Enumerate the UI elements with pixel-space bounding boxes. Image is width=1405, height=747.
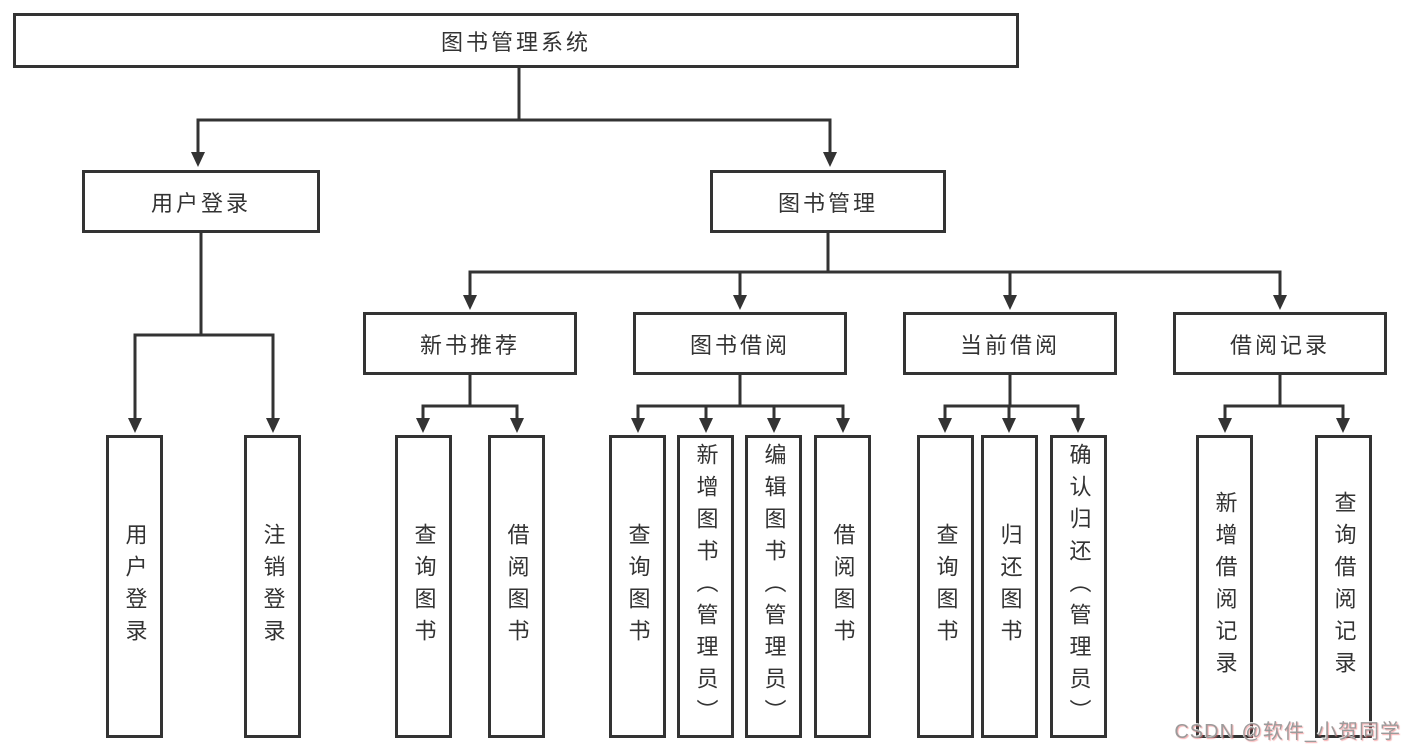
node-user-login: 用户登录 [82,170,320,233]
leaf-confirm-return-admin-label: 确认归还（管理员） [1066,442,1092,731]
leaf-query-books-current-label: 查询图书 [933,522,959,651]
connector-book-borrow [636,372,845,422]
connector-current-borrow [943,372,1080,422]
connector-new-book-recommend [421,372,519,422]
leaf-borrow-books-recommend: 借阅图书 [488,435,545,738]
node-book-borrow: 图书借阅 [633,312,847,375]
connector-root [196,65,832,157]
leaf-query-borrow-record-label: 查询借阅记录 [1331,490,1357,683]
leaf-query-books-recommend: 查询图书 [395,435,452,738]
node-book-management: 图书管理 [710,170,946,233]
leaf-query-borrow-record: 查询借阅记录 [1315,435,1372,738]
connector-book-management [468,230,1282,298]
leaf-logout-label: 注销登录 [260,522,286,651]
leaf-edit-books-admin-label: 编辑图书（管理员） [761,442,787,731]
leaf-query-books-borrow-label: 查询图书 [625,522,651,651]
node-user-login-label: 用户登录 [150,190,251,216]
node-borrow-records-label: 借阅记录 [1229,332,1330,358]
node-root-label: 图书管理系统 [440,29,591,55]
leaf-query-books-recommend-label: 查询图书 [411,522,437,651]
leaf-borrow-books-recommend-label: 借阅图书 [504,522,530,651]
leaf-add-borrow-record-label: 新增借阅记录 [1212,490,1238,683]
leaf-query-books-borrow: 查询图书 [609,435,666,738]
arrowheads [128,152,1350,433]
node-new-book-recommend: 新书推荐 [363,312,577,375]
leaf-edit-books-admin: 编辑图书（管理员） [745,435,802,738]
leaf-add-books-admin: 新增图书（管理员） [677,435,734,738]
leaf-add-borrow-record: 新增借阅记录 [1196,435,1253,738]
node-new-book-recommend-label: 新书推荐 [419,332,520,358]
node-book-management-label: 图书管理 [777,190,878,216]
leaf-return-books-label: 归还图书 [997,522,1023,651]
leaf-user-login: 用户登录 [106,435,163,738]
node-current-borrow-label: 当前借阅 [959,332,1060,358]
leaf-add-books-admin-label: 新增图书（管理员） [693,442,719,731]
node-book-borrow-label: 图书借阅 [689,332,790,358]
csdn-watermark: CSDN @软件_小贺同学 [1174,721,1401,743]
node-current-borrow: 当前借阅 [903,312,1117,375]
leaf-query-books-current: 查询图书 [917,435,974,738]
leaf-user-login-label: 用户登录 [122,522,148,651]
leaf-confirm-return-admin: 确认归还（管理员） [1050,435,1107,738]
connector-user-login [133,230,275,422]
leaf-return-books: 归还图书 [981,435,1038,738]
leaf-borrow-books: 借阅图书 [814,435,871,738]
leaf-logout: 注销登录 [244,435,301,738]
leaf-borrow-books-label: 借阅图书 [830,522,856,651]
node-borrow-records: 借阅记录 [1173,312,1387,375]
connector-borrow-records [1223,372,1345,422]
node-root: 图书管理系统 [13,13,1019,68]
